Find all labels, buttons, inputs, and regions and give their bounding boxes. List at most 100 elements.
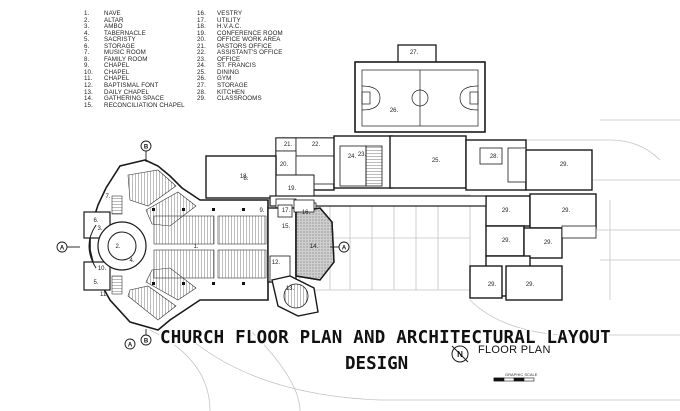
legend-number: 18. [197, 23, 206, 31]
legend-number: 5. [84, 36, 90, 44]
legend-label: DINING [217, 68, 240, 76]
legend-label: BAPTISMAL FONT [104, 82, 159, 90]
north-letter: N [457, 350, 463, 359]
legend-item: 1.NAVE [84, 10, 185, 18]
legend-number: 13. [84, 88, 93, 96]
page-title-line-2: DESIGN [345, 354, 409, 374]
legend-item: 5. SACRISTY [84, 37, 185, 44]
legend-label: OFFICE [217, 55, 241, 63]
legend-label: FAMILY ROOM [104, 55, 148, 63]
legend-label: GYM [217, 75, 232, 83]
room-number: 20. [280, 162, 289, 168]
legend-item: 9.CHAPEL [84, 63, 185, 70]
room-number: 22. [312, 142, 321, 148]
room-number: 14. [310, 244, 319, 250]
room-number: 29. [502, 238, 511, 244]
floor-plan-label: FLOOR PLAN [478, 344, 551, 356]
legend-number: 6. [84, 42, 90, 50]
room-number: 16. [302, 210, 311, 216]
legend-item: 21. PASTORS OFFICE [197, 42, 283, 51]
legend-label: ALTAR [104, 16, 124, 24]
room-number: 15. [282, 224, 291, 230]
marker-a-left: A [60, 246, 65, 252]
room-number: 1. [193, 244, 198, 250]
legend-label: GATHERING SPACE [104, 95, 165, 103]
legend-item: 7. MUSIC ROOM [84, 50, 185, 57]
legend-item: 11.CHAPEL [84, 76, 185, 83]
section-markers [56, 140, 350, 350]
room-number: 21. [284, 142, 293, 148]
legend-label: ASSISTANT'S OFFICE [217, 49, 283, 57]
legend-item: 12. BAPTISMAL FONT [84, 82, 185, 90]
legend-number: 28. [197, 88, 206, 96]
legend-number: 22. [197, 49, 206, 57]
marker-a-right: A [342, 246, 347, 252]
room-number: 29. [526, 282, 535, 288]
legend-label: VESTRY [217, 10, 243, 17]
site-lines [149, 119, 680, 411]
room-number: 19. [288, 186, 297, 192]
room-number: 26. [390, 108, 399, 114]
legend-number: 2. [84, 16, 90, 24]
seating [111, 169, 267, 321]
north-arrow [451, 345, 469, 363]
section-marker-letters: B B A A A [60, 145, 347, 349]
legend-item: 2. ALTAR [84, 16, 185, 25]
legend-label: UTILITY [217, 16, 241, 24]
room-number: 18. [240, 174, 249, 180]
room-number: 29. [502, 208, 511, 214]
marker-a-bottom: A [128, 343, 133, 349]
legend-number: 12. [84, 82, 93, 90]
room-number: 7. [105, 194, 110, 200]
legend-item: 3.AMBO [84, 24, 185, 31]
room-number: 8. [243, 176, 248, 182]
legend-item: 22. ASSISTANT'S OFFICE [197, 50, 283, 57]
room-number: 5. [93, 280, 98, 286]
legend-number: 1. [84, 10, 90, 17]
graphic-scale [493, 377, 535, 382]
legend-number: 27. [197, 82, 206, 90]
room-number: 12. [272, 260, 281, 266]
legend-item: 29.CLASSROOMS [197, 96, 283, 103]
legend-label: DAILY CHAPEL [104, 88, 149, 96]
room-number: 24. [348, 154, 357, 160]
legend-number: 11. [84, 75, 93, 83]
legend-number: 21. [197, 42, 206, 50]
legend-label: H.V.A.C. [217, 23, 242, 31]
legend-label: CHAPEL [104, 68, 130, 76]
graphic-scale-label: GRAPHIC SCALE [505, 372, 538, 377]
legend-label: CHAPEL [104, 62, 130, 70]
legend-number: 19. [197, 29, 206, 37]
room-number: 29. [544, 240, 553, 246]
legend-number: 7. [84, 49, 90, 57]
room-number: 6. [93, 218, 98, 224]
legend-item: 6. STORAGE [84, 42, 185, 51]
legend-item: 16. VESTRY [197, 10, 283, 18]
legend-item: 23. OFFICE [197, 55, 283, 64]
legend-label: STORAGE [104, 42, 135, 50]
legend-item: 14. GATHERING SPACE [84, 96, 185, 103]
legend-number: 4. [84, 29, 90, 37]
legend-item: 25.DINING [197, 68, 283, 77]
marker-b-top: B [144, 145, 149, 151]
church-building [83, 159, 269, 331]
marker-b-bottom: B [144, 339, 149, 345]
legend-number: 14. [84, 95, 93, 103]
room-numbers: 1.2.3.4.5.6.7.8.9.10.11.12.13.14.15.16.1… [93, 50, 570, 298]
legend-label: SACRISTY [104, 36, 136, 44]
legend-label: MUSIC ROOM [104, 49, 146, 57]
room-number: 2. [115, 244, 120, 250]
room-number: 9. [259, 208, 264, 214]
north-wing [205, 135, 593, 200]
legend-number: 23. [197, 55, 206, 63]
room-number: 28. [490, 154, 499, 160]
legend-item: 8.FAMILY ROOM [84, 55, 185, 64]
room-number: 29. [488, 282, 497, 288]
legend-item: 15.RECONCILIATION CHAPEL [84, 102, 185, 110]
legend-number: 16. [197, 10, 206, 17]
legend-label: PASTORS OFFICE [217, 42, 272, 50]
room-number: 3. [97, 226, 102, 232]
